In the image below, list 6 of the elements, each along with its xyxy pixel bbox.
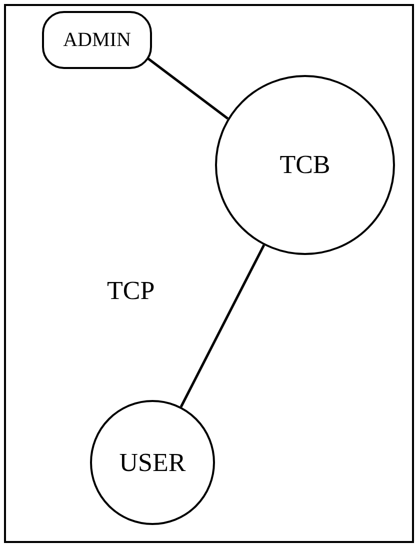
- node-label: ADMIN: [63, 28, 131, 52]
- node-label: TCB: [280, 150, 330, 180]
- rounded-box: [42, 11, 152, 69]
- connector-line: [145, 56, 229, 120]
- node-label: USER: [119, 448, 186, 478]
- connector-line: [180, 244, 266, 408]
